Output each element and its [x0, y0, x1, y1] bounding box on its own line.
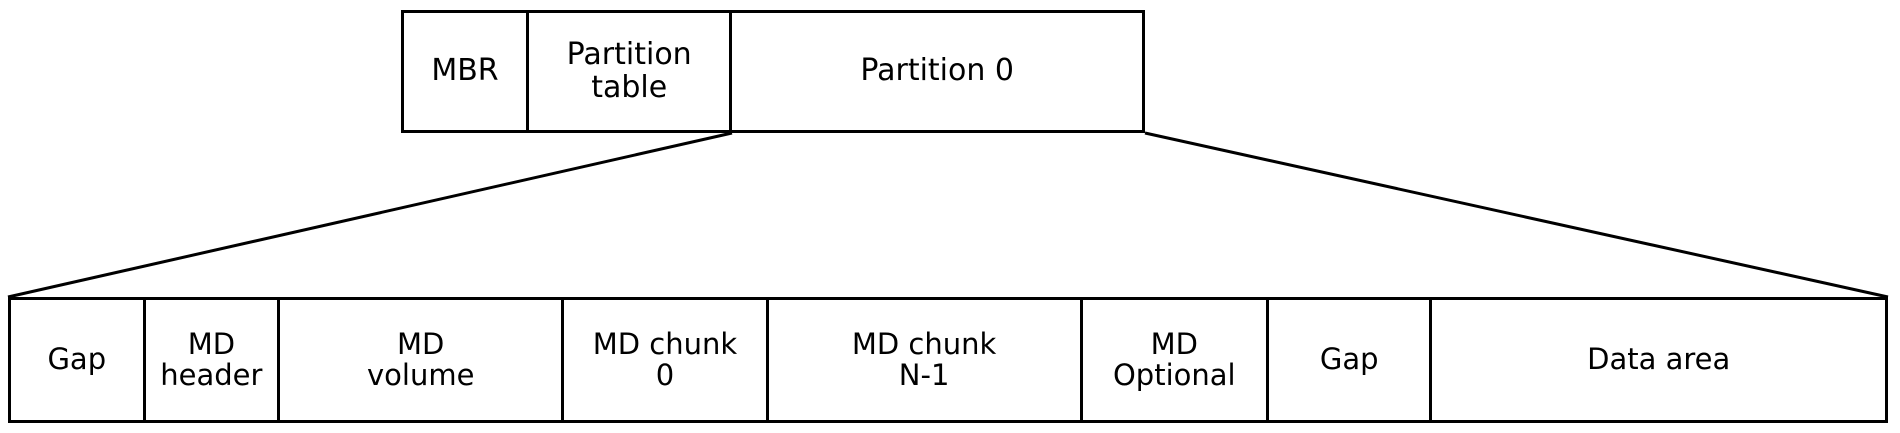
cell-partition-0: Partition 0 — [732, 13, 1142, 130]
cell-partition-table: Partition table — [529, 13, 733, 130]
cell-md-volume: MD volume — [280, 300, 565, 420]
cell-gap-leading: Gap — [11, 300, 146, 420]
cell-md-optional: MD Optional — [1082, 300, 1269, 420]
partition-0-detail-layout: Gap MD header MD volume MD chunk 0 MD ch… — [8, 297, 1888, 423]
cell-mbr: MBR — [404, 13, 530, 130]
cell-md-header: MD header — [145, 300, 281, 420]
connector-line-left — [7, 131, 733, 299]
connector-line-right — [1144, 131, 1889, 299]
whole-disk-layout: MBR Partition table Partition 0 — [401, 10, 1145, 133]
cell-md-chunk-0: MD chunk 0 — [564, 300, 769, 420]
cell-data-area: Data area — [1432, 300, 1885, 420]
cell-gap-trailing: Gap — [1268, 300, 1433, 420]
cell-md-chunk-n-1: MD chunk N-1 — [768, 300, 1083, 420]
